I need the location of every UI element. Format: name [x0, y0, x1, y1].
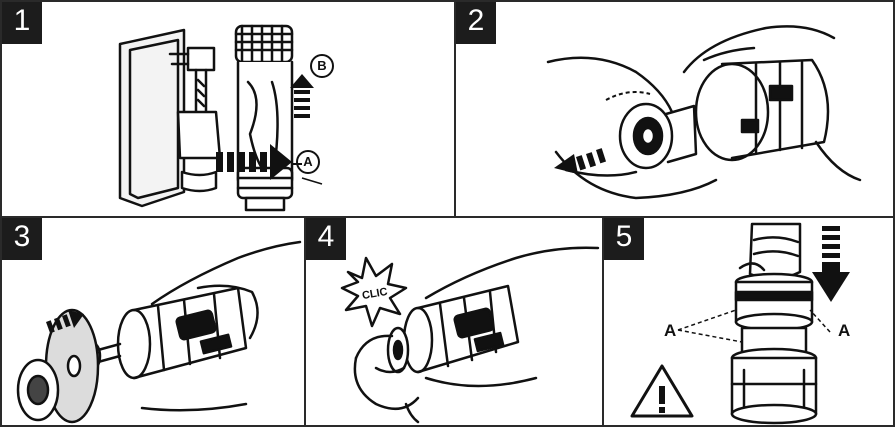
step-2-panel: 2 — [454, 0, 895, 218]
step-5-label-right: A — [838, 321, 850, 341]
step-4-number: 4 — [306, 218, 346, 260]
step-3-panel: 3 — [0, 216, 306, 427]
step-1-label-a: A — [296, 150, 320, 174]
step-3-number: 3 — [2, 218, 42, 260]
step-5-panel: 5 — [602, 216, 895, 427]
warning-icon — [632, 366, 692, 418]
step-2-number: 2 — [456, 2, 496, 44]
step-5-label-left: A — [664, 321, 676, 341]
step-4-illustration — [306, 218, 604, 427]
step-5-number: 5 — [604, 218, 644, 260]
step-4-panel: 4 CLIC — [304, 216, 604, 427]
step-2-illustration — [456, 2, 895, 218]
step-1-label-b: B — [310, 54, 334, 78]
step-1-illustration — [2, 2, 456, 218]
step-1-panel: 1 — [0, 0, 456, 218]
step-1-number: 1 — [2, 2, 42, 44]
step-3-illustration — [2, 218, 306, 427]
